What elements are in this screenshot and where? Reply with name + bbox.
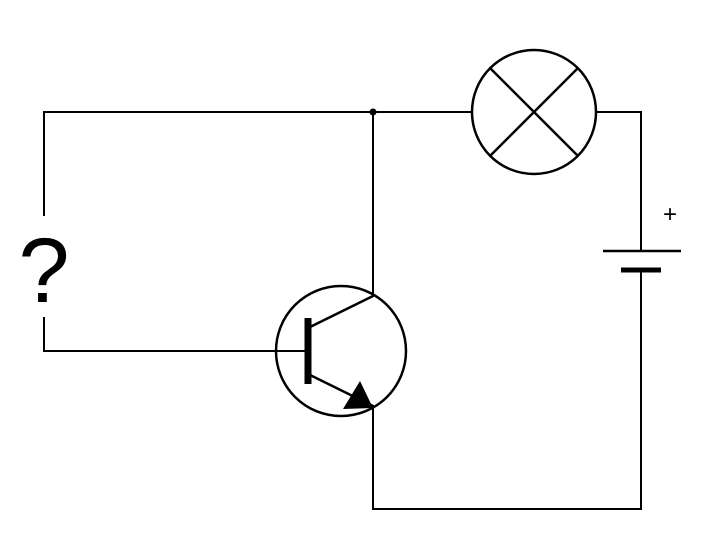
emitter-arrow-icon — [343, 381, 373, 409]
transistor-collector-lead — [307, 294, 374, 330]
left-wire — [43, 111, 306, 352]
lamp — [470, 48, 598, 176]
battery — [603, 249, 681, 273]
unknown-component-label: ? — [18, 220, 69, 322]
npn-transistor — [274, 284, 408, 418]
bottom-wire — [372, 405, 642, 510]
battery-plus-label: + — [663, 201, 677, 228]
